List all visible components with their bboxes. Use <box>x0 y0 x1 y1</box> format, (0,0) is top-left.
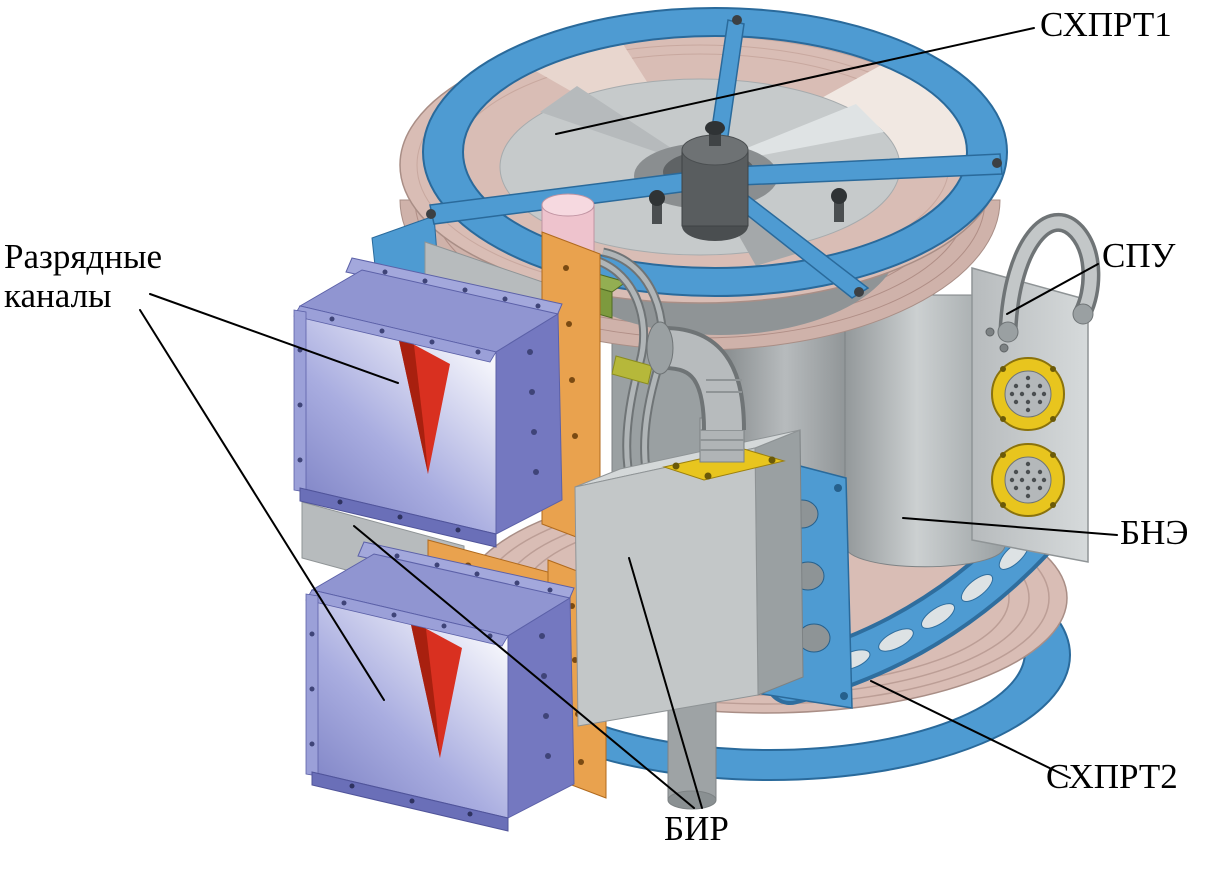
label-spu: СПУ <box>1102 236 1176 275</box>
label-schprt2: СХПРТ2 <box>1046 757 1178 796</box>
t-bolt <box>834 198 844 222</box>
leader-schprt2 <box>870 680 1071 779</box>
yellow-connector-lower <box>991 443 1065 517</box>
spu-panel <box>971 212 1101 563</box>
elbow-pipe <box>646 321 746 463</box>
leader-schprt1 <box>555 27 1035 135</box>
leader-lines <box>139 27 1118 809</box>
leader-discharge-lower <box>139 309 385 701</box>
leader-bir-front <box>628 557 703 809</box>
t-bolt <box>652 200 662 224</box>
rim-screw <box>426 209 436 219</box>
leader-bir-rear <box>353 525 695 809</box>
leader-spu <box>1006 263 1099 315</box>
label-bir: БИР <box>664 809 729 848</box>
label-schprt1: СХПРТ1 <box>1040 5 1172 44</box>
rim-screw <box>732 15 742 25</box>
rim-screw <box>992 158 1002 168</box>
label-discharge-channels: Разрядные каналы <box>4 237 163 316</box>
tube-clamp <box>611 355 653 385</box>
yellow-connector-upper <box>991 357 1065 431</box>
leader-discharge-upper <box>149 293 399 384</box>
rim-screw <box>854 287 864 297</box>
bir-box <box>574 321 853 727</box>
label-bne: БНЭ <box>1120 513 1189 552</box>
discharge-channel-upper <box>293 257 563 548</box>
leader-bne <box>902 517 1118 536</box>
discharge-channel-lower <box>305 541 575 832</box>
wheel-hub <box>681 121 749 241</box>
